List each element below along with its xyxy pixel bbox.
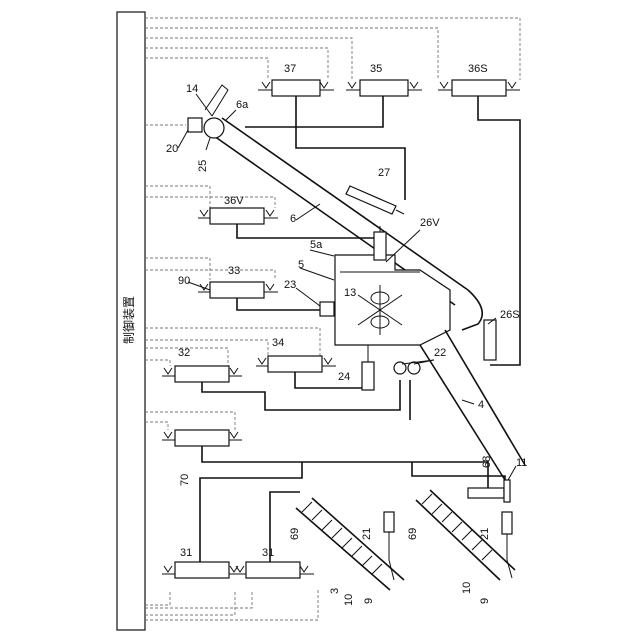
label-3: 3: [329, 588, 341, 594]
control-unit-label: 制御装置: [121, 296, 136, 344]
valve-70: [162, 430, 242, 446]
label-22: 22: [434, 347, 446, 359]
label-36V: 36V: [224, 195, 244, 207]
label-10-right: 10: [461, 582, 473, 594]
label-26V: 26V: [420, 217, 440, 229]
label-34: 34: [272, 337, 284, 349]
label-6a: 6a: [236, 99, 249, 111]
label-26S: 26S: [500, 309, 520, 321]
label-31-left: 31: [180, 547, 192, 559]
valve-34: [256, 356, 336, 372]
valve-36S: [438, 80, 520, 96]
label-68: 68: [481, 456, 493, 468]
valve-31-left: [162, 562, 242, 578]
cylinder-26S: [484, 320, 496, 360]
label-21-left: 21: [361, 528, 373, 540]
valve-31-right: [234, 562, 314, 578]
label-24: 24: [338, 371, 350, 383]
label-11: 11: [516, 457, 527, 469]
label-37: 37: [284, 63, 296, 75]
label-4: 4: [478, 399, 484, 411]
cylinder-27: [346, 186, 404, 214]
label-70: 70: [179, 474, 191, 486]
valve-32: [162, 366, 242, 382]
label-90: 90: [178, 275, 190, 287]
label-32: 32: [178, 347, 190, 359]
label-6: 6: [290, 213, 296, 225]
label-9-left: 9: [363, 598, 375, 604]
valve-35: [346, 80, 422, 96]
label-69-right: 69: [407, 528, 419, 540]
label-20: 20: [166, 143, 178, 155]
label-69-left: 69: [289, 528, 301, 540]
label-35: 35: [370, 63, 382, 75]
label-36S: 36S: [468, 63, 488, 75]
screw-feeder-left: [296, 498, 404, 590]
label-27: 27: [378, 167, 390, 179]
label-9-right: 9: [479, 598, 491, 604]
valve-36V: [198, 208, 278, 224]
label-14: 14: [186, 83, 198, 95]
unit-68: [468, 480, 510, 502]
mixer-body-5: [320, 255, 450, 345]
label-21-right: 21: [479, 528, 491, 540]
label-33: 33: [228, 265, 240, 277]
label-10-left: 10: [343, 594, 355, 606]
label-13: 13: [344, 287, 356, 299]
label-31-right: 31: [262, 547, 274, 559]
label-5a: 5a: [310, 239, 323, 251]
label-23: 23: [284, 279, 296, 291]
valve-37: [258, 80, 334, 96]
screw-feeder-right: [416, 490, 515, 580]
cylinder-24: [362, 345, 374, 390]
signal-lines: [145, 18, 520, 620]
label-25: 25: [197, 160, 209, 172]
